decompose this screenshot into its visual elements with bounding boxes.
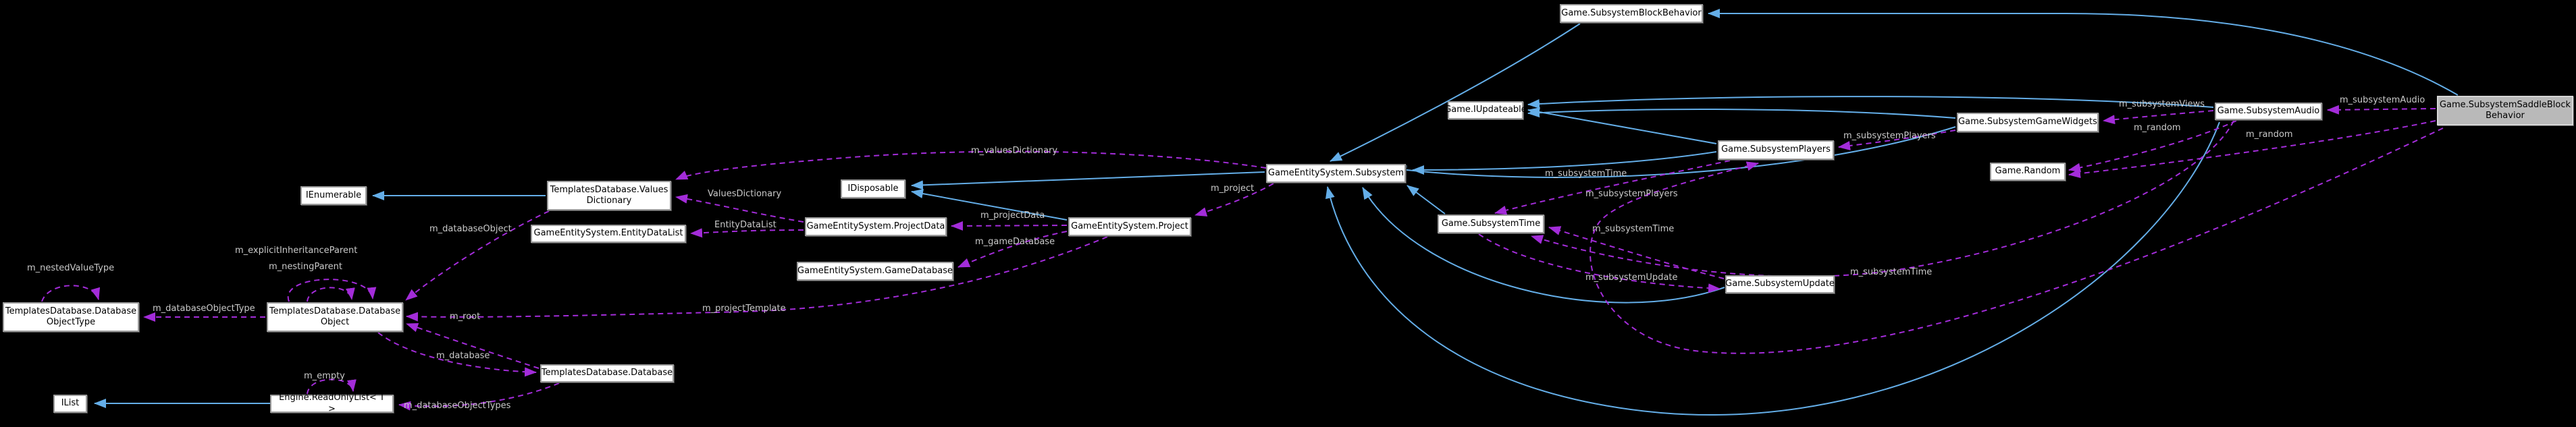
edge-database-m-databaseobjecttypes (398, 382, 560, 411)
edge-project-m-projectdata (951, 221, 1068, 231)
edge-label-valuesdictionary: ValuesDictionary (708, 189, 782, 199)
edge-label-m-subsystemtime-2: m_subsystemTime (1592, 224, 1675, 234)
edge-label-m-subsystemplayers-2: m_subsystemPlayers (1843, 131, 1936, 141)
node-templatesdatabase-databaseobjecttype[interactable]: TemplatesDatabase.Database ObjectType (3, 302, 139, 332)
node-engine-readonlylist[interactable]: Engine.ReadOnlyList< T > (270, 393, 394, 414)
node-ienumerable[interactable]: IEnumerable (300, 186, 367, 205)
edge-label-m-subsystemtime-1: m_subsystemTime (1545, 169, 1627, 179)
edge-time-to-subsystem (1407, 185, 1446, 215)
node-game-subsystemblockbehavior[interactable]: Game.SubsystemBlockBehavior (1560, 4, 1703, 23)
node-game-subsystemsaddleblockbehavior[interactable]: Game.SubsystemSaddleBlock Behavior (2437, 96, 2573, 125)
edge-label-m-subsystemtime-3: m_subsystemTime (1850, 267, 1933, 277)
edge-label-m-nestedvaluetype: m_nestedValueType (27, 263, 115, 273)
edge-label-m-project: m_project (1211, 183, 1255, 194)
node-game-iupdateable[interactable]: Game.IUpdateable (1444, 101, 1527, 119)
edge-label-m-subsystemaudio: m_subsystemAudio (2340, 95, 2425, 105)
edge-gamewidgets-to-iupdateable (1527, 108, 1956, 119)
edge-saddleblockbehavior-m-random (2068, 120, 2436, 179)
edge-subsystem-m-project (1194, 183, 1274, 217)
node-ilist[interactable]: IList (53, 395, 87, 413)
node-templatesdatabase-databaseobject[interactable]: TemplatesDatabase.Database Object (267, 302, 403, 332)
edge-label-m-empty: m_empty (304, 371, 345, 381)
node-game-subsystemtime[interactable]: Game.SubsystemTime (1438, 215, 1544, 233)
edge-label-m-root: m_root (450, 312, 481, 322)
edge-label-m-databaseobjecttype: m_databaseObjectType (153, 304, 255, 314)
edge-update-m-subsystemtime (1548, 226, 1725, 279)
edge-label-m-random-2: m_random (2246, 130, 2293, 140)
edge-label-m-valuesdictionary: m_valuesDictionary (971, 146, 1058, 156)
edge-players-to-iupdateable (1527, 107, 1717, 144)
edge-players-m-subsystemtime (1494, 160, 1731, 215)
node-templatesdatabase-valuesdictionary[interactable]: TemplatesDatabase.Values Dictionary (547, 181, 671, 210)
edge-blockbehavior-to-subsystem (1330, 23, 1581, 162)
edge-valuesdictionary-m-databaseobject (405, 210, 550, 301)
node-gameentitysystem-entitydatalist[interactable]: GameEntitySystem.EntityDataList (531, 225, 686, 243)
node-game-subsystemplayers[interactable]: Game.SubsystemPlayers (1718, 140, 1834, 160)
edge-label-m-subsystemplayers-1: m_subsystemPlayers (1585, 189, 1678, 199)
node-game-subsystemgamewidgets[interactable]: Game.SubsystemGameWidgets (1957, 113, 2099, 132)
node-game-random[interactable]: Game.Random (1990, 163, 2066, 181)
edge-label-m-database: m_database (436, 351, 490, 361)
edge-label-m-nestingparent: m_nestingParent (269, 262, 342, 272)
node-gameentitysystem-projectdata[interactable]: GameEntitySystem.ProjectData (805, 217, 947, 236)
edge-audio-m-subsystemviews (2103, 110, 2214, 125)
edge-subsystem-to-idisposable (911, 171, 1265, 190)
edge-self-m-nestingparent (307, 287, 355, 302)
edge-gamewidgets-to-subsystem (1394, 126, 1956, 178)
edge-label-m-random-1: m_random (2134, 123, 2181, 133)
edge-label-m-subsystemupdate: m_subsystemUpdate (1585, 273, 1678, 283)
edge-label-m-databaseobject: m_databaseObject (429, 224, 512, 234)
edge-self-m-nestedvaluetype (41, 285, 101, 302)
edge-label-m-explicitinheritanceparent: m_explicitInheritanceParent (235, 246, 358, 256)
node-templatesdatabase-database[interactable]: TemplatesDatabase.Database (540, 364, 674, 382)
node-game-subsystemaudio[interactable]: Game.SubsystemAudio (2215, 103, 2322, 120)
edge-players-to-subsystem (1412, 151, 1717, 175)
edge-project-to-idisposable (911, 189, 1068, 221)
edge-saddleblockbehavior-m-subsystemplayers (1589, 127, 2444, 354)
edge-projectdata-valuesdictionary (675, 194, 804, 223)
edge-saddleblockbehavior-to-blockbehavior (1708, 9, 2459, 96)
node-idisposable[interactable]: IDisposable (841, 179, 905, 198)
edge-label-m-projectdata: m_projectData (980, 210, 1045, 221)
edge-databaseobject-m-database (377, 332, 537, 377)
edge-audio-to-subsystem (1325, 121, 2220, 416)
edge-gamewidgets-m-subsystemplayers (1838, 130, 1956, 150)
edge-update-to-subsystem (1362, 187, 1725, 304)
edge-label-m-projecttemplate: m_projectTemplate (702, 304, 786, 314)
node-game-subsystemupdate[interactable]: Game.SubsystemUpdate (1725, 275, 1835, 293)
edge-label-m-subsystemviews: m_subsystemViews (2119, 99, 2205, 109)
edge-database-m-root (406, 322, 540, 369)
node-gameentitysystem-subsystem[interactable]: GameEntitySystem.Subsystem (1266, 164, 1406, 183)
edge-audio-to-iupdateable (1527, 96, 2214, 109)
node-gameentitysystem-project[interactable]: GameEntitySystem.Project (1068, 217, 1191, 236)
edge-label-m-gamedatabase: m_gameDatabase (975, 237, 1055, 247)
edge-self-m-empty (307, 378, 357, 395)
edge-project-m-projecttemplate (406, 236, 1108, 322)
edge-label-entitydatalist: EntityDataList (714, 220, 777, 230)
edge-projectdata-entitydatalist (690, 228, 804, 238)
edge-audio-m-random (2068, 120, 2237, 173)
edge-label-m-databaseobjecttypes: m_databaseObjectTypes (404, 401, 511, 411)
edge-self-m-explicitinheritanceparent (287, 279, 377, 302)
node-gameentitysystem-gamedatabase[interactable]: GameEntitySystem.GameDatabase (797, 262, 953, 281)
edge-saddleblockbehavior-m-subsystemaudio (2327, 105, 2436, 115)
edge-time-m-subsystemupdate (1478, 233, 1720, 293)
